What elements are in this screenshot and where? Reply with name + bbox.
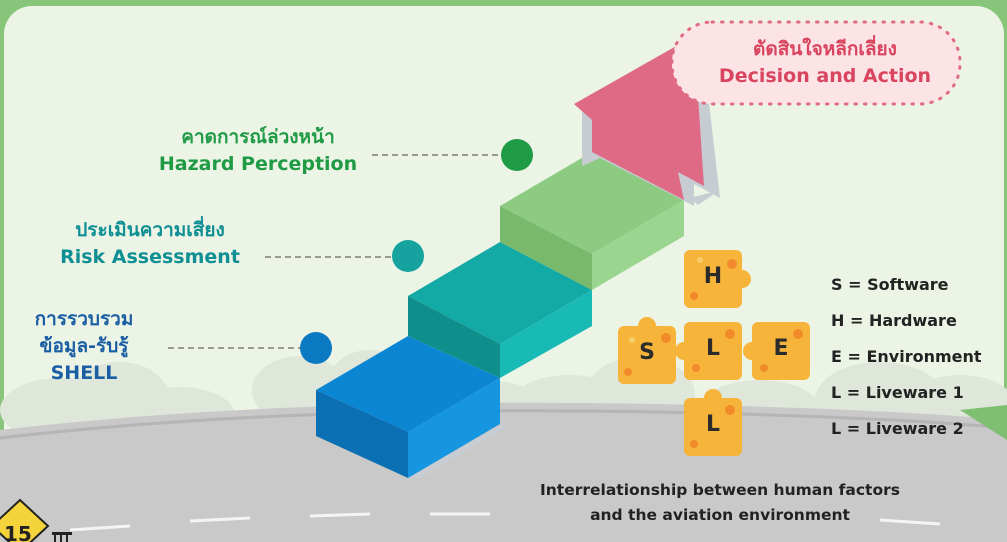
decision-label-en: Decision and Action xyxy=(718,65,932,87)
shell-puzzle xyxy=(618,250,810,456)
tile-letter-bottom: L xyxy=(705,412,721,437)
arrow-head xyxy=(574,36,704,200)
hazard-dot xyxy=(501,139,533,171)
caption-line-2: and the aviation environment xyxy=(590,506,850,524)
caption-line-1: Interrelationship between human factors xyxy=(540,481,900,499)
risk-dot xyxy=(392,240,424,272)
shell-label-th1: การรวบรวม xyxy=(34,308,134,330)
hazard-label-th: คาดการณ์ล่วงหน้า xyxy=(181,126,335,148)
decision-label: ตัดสินใจหลีกเลี่ยง Decision and Action xyxy=(685,36,965,90)
road xyxy=(0,402,1007,542)
shell-label: การรวบรวม ข้อมูล-รับรู้ SHELL xyxy=(4,306,164,387)
road-markings xyxy=(69,512,941,532)
tile-left xyxy=(618,317,676,384)
tile-top xyxy=(684,250,751,308)
step-3-top xyxy=(500,152,684,254)
hazard-label-en: Hazard Perception xyxy=(158,153,358,175)
risk-label-en: Risk Assessment xyxy=(60,246,240,268)
tile-letter-right: E xyxy=(773,336,789,361)
legend-item-software: S = Software xyxy=(831,275,949,294)
tile-right xyxy=(743,322,810,380)
step-2-right xyxy=(500,290,592,378)
legend-item-environment: E = Environment xyxy=(831,347,982,366)
legend-item-liveware-2: L = Liveware 2 xyxy=(831,419,964,438)
legend-item-hardware: H = Hardware xyxy=(831,311,957,330)
diagram-caption: Interrelationship between human factors … xyxy=(490,478,950,528)
decision-label-th: ตัดสินใจหลีกเลี่ยง xyxy=(753,38,897,60)
tile-letter-left: S xyxy=(639,340,655,365)
hazard-label: คาดการณ์ล่วงหน้า Hazard Perception xyxy=(148,124,368,178)
page-badge xyxy=(0,498,50,542)
shell-label-en: SHELL xyxy=(50,362,118,384)
shell-dot xyxy=(300,332,332,364)
step-1-left xyxy=(316,390,408,478)
step-3-left xyxy=(500,206,592,290)
tile-center xyxy=(675,322,742,380)
risk-label-th: ประเมินความเสี่ยง xyxy=(75,219,225,241)
step-2-top xyxy=(408,242,592,344)
step-1-right xyxy=(408,378,500,478)
tile-bottom xyxy=(684,389,742,456)
legend-item-liveware-1: L = Liveware 1 xyxy=(831,383,964,402)
connector-lines xyxy=(168,154,508,349)
step-3-right xyxy=(592,200,684,290)
decision-bubble xyxy=(670,20,962,106)
page-number: 15 xyxy=(4,522,32,542)
tile-letter-center: L xyxy=(705,336,721,361)
shell-label-th2: ข้อมูล-รับรู้ xyxy=(39,335,129,357)
shell-legend: S = Software H = Hardware E = Environmen… xyxy=(831,270,982,450)
step-1-top xyxy=(316,336,500,432)
step-2-left xyxy=(408,296,500,378)
barrier-icon xyxy=(52,532,72,542)
risk-label: ประเมินความเสี่ยง Risk Assessment xyxy=(40,217,260,271)
tile-letter-top: H xyxy=(703,264,723,289)
